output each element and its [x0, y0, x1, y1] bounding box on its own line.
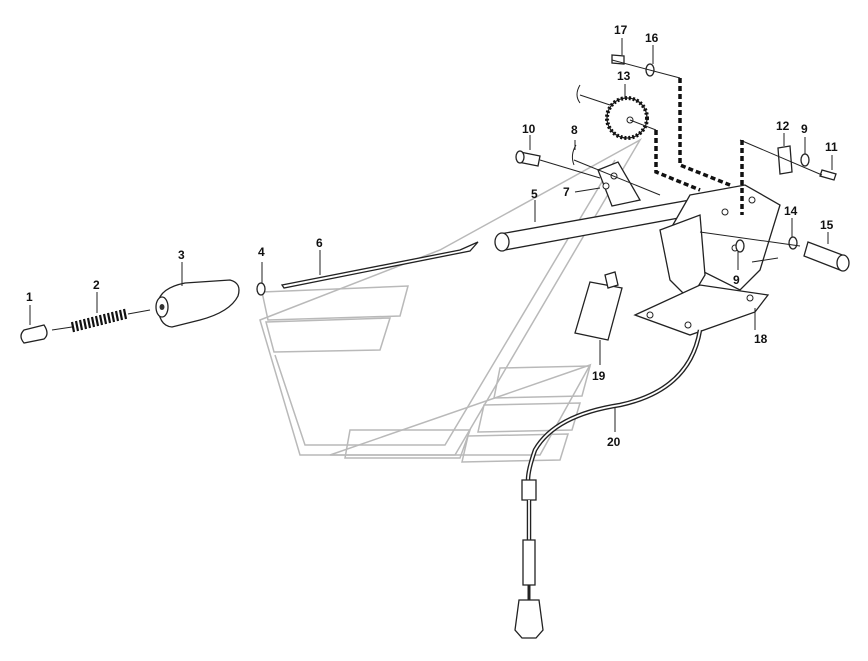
part-9-washer-upper — [800, 153, 810, 167]
part-19-switch — [574, 271, 623, 341]
callout-leaders — [29, 38, 833, 432]
part-20-brake-cable — [514, 329, 703, 639]
callout-10: 10 — [522, 122, 536, 136]
part-1-cap — [20, 324, 48, 344]
part-11-bolt — [819, 169, 837, 181]
part-3-handle-grip — [155, 279, 240, 328]
callout-1: 1 — [26, 290, 33, 304]
part-14-washer — [788, 236, 798, 250]
part-12-shaft — [777, 145, 793, 175]
callout-3: 3 — [178, 248, 185, 262]
part-9-washer-lower — [735, 239, 745, 253]
callout-20: 20 — [607, 435, 621, 449]
callout-14: 14 — [784, 204, 798, 218]
callout-labels: 1 2 3 4 5 6 7 8 9 9 10 11 12 13 14 15 16… — [26, 23, 838, 449]
part-18-base-plate — [633, 284, 770, 336]
callout-9-lower: 9 — [733, 273, 740, 287]
part-6-release-rod — [280, 241, 479, 289]
callout-8: 8 — [571, 123, 578, 137]
callout-18: 18 — [754, 332, 768, 346]
part-2-spring — [51, 308, 151, 333]
part-lever-housing — [659, 184, 781, 302]
callout-5: 5 — [531, 187, 538, 201]
callout-13: 13 — [617, 69, 631, 83]
callout-12: 12 — [776, 119, 790, 133]
part-13-ratchet-sector — [576, 84, 657, 140]
assembly-line-13 — [654, 130, 701, 192]
callout-19: 19 — [592, 369, 606, 383]
callout-9-upper: 9 — [801, 122, 808, 136]
callout-7: 7 — [563, 185, 570, 199]
callout-16: 16 — [645, 31, 659, 45]
assembly-line-16 — [678, 78, 731, 187]
part-15-pin — [803, 241, 850, 272]
part-4-washer — [256, 282, 266, 296]
callout-11: 11 — [825, 140, 838, 154]
part-7-bracket — [597, 161, 642, 207]
callout-6: 6 — [316, 236, 323, 250]
callout-17: 17 — [614, 23, 628, 37]
callout-15: 15 — [820, 218, 834, 232]
callout-4: 4 — [258, 245, 265, 259]
part-10-pin — [515, 150, 601, 179]
callout-2: 2 — [93, 278, 100, 292]
